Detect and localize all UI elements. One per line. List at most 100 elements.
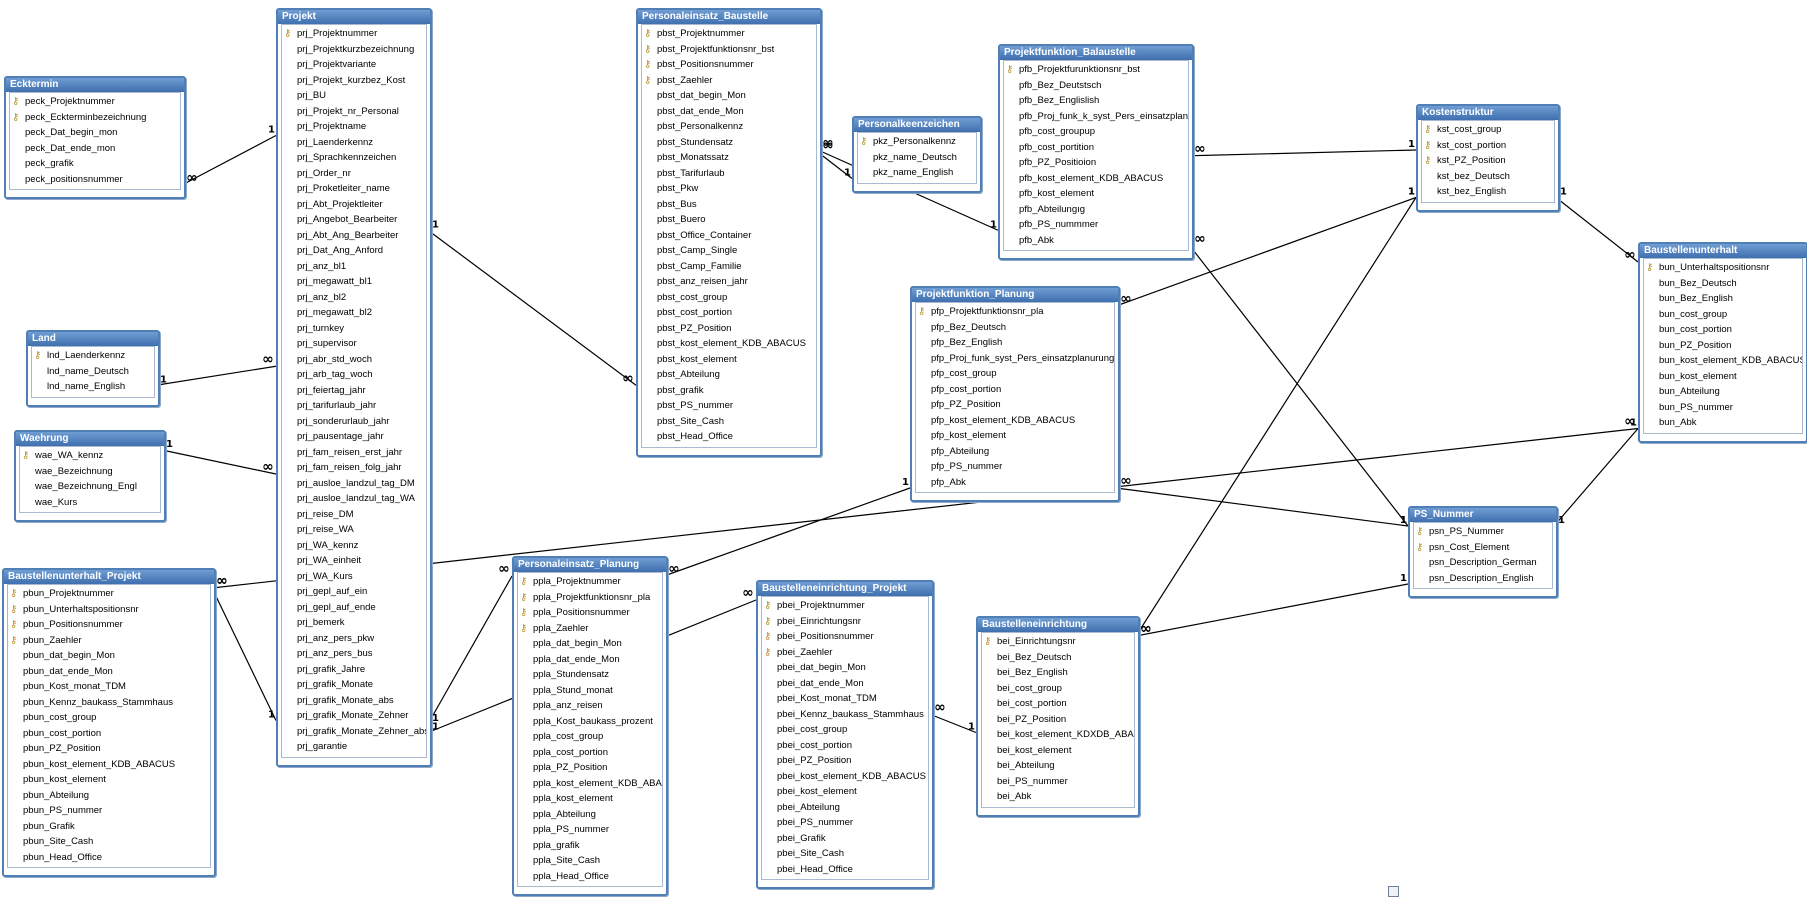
field-row[interactable]: pbun_Head_Office [8,850,210,866]
field-row[interactable]: ⚷pbei_Projektnummer [762,598,928,614]
field-row[interactable]: ppla_Site_Cash [518,853,662,869]
relationship-line[interactable] [181,134,277,186]
field-row[interactable]: ppla_kost_element_KDB_ABACU [518,776,662,792]
field-row[interactable]: prj_turnkey [282,321,426,337]
field-row[interactable]: pkz_name_English [858,165,976,181]
field-row[interactable]: pbst_dat_begin_Mon [642,88,816,104]
resize-grip-icon[interactable] [1388,886,1399,897]
field-row[interactable]: prj_megawatt_bl2 [282,305,426,321]
field-row[interactable]: pbst_kost_element_KDB_ABACUS [642,336,816,352]
field-row[interactable]: prj_fam_reisen_folg_jahr [282,460,426,476]
field-row[interactable]: pfp_PZ_Position [916,397,1114,413]
field-row[interactable]: pfp_Proj_funk_syst_Pers_einsatzplanurung [916,351,1114,367]
field-row[interactable]: prj_grafik_Monate_abs [282,693,426,709]
field-row[interactable]: pbst_grafik [642,383,816,399]
field-row[interactable]: ppla_Stund_monat [518,683,662,699]
field-row[interactable]: prj_grafik_Jahre [282,662,426,678]
field-row[interactable]: prj_megawatt_bl1 [282,274,426,290]
relationship-line[interactable] [427,229,637,386]
field-row[interactable]: pbei_kost_element [762,784,928,800]
field-row[interactable]: prj_ausloe_landzul_tag_WA [282,491,426,507]
field-row[interactable]: ⚷pbst_Zaehler [642,73,816,89]
field-row[interactable]: lnd_name_Deutsch [32,364,154,380]
field-row[interactable]: ⚷kst_PZ_Position [1422,153,1554,169]
field-row[interactable]: pbei_Kost_monat_TDM [762,691,928,707]
field-row[interactable]: pbun_PZ_Position [8,741,210,757]
relationship-line[interactable] [161,449,277,475]
field-row[interactable]: bun_PS_nummer [1644,400,1802,416]
field-row[interactable]: prj_abr_std_woch [282,352,426,368]
field-row[interactable]: prj_Sprachkennzeichen [282,150,426,166]
field-row[interactable]: prj_sonderurlaub_jahr [282,414,426,430]
field-row[interactable]: pbei_PS_nummer [762,815,928,831]
field-row[interactable]: pbst_dat_ende_Mon [642,104,816,120]
field-row[interactable]: bun_cost_portion [1644,322,1802,338]
field-row[interactable]: peck_Dat_begin_mon [10,125,180,141]
field-row[interactable]: pfp_Abteilung [916,444,1114,460]
field-row[interactable]: ⚷pbun_Unterhaltspositionsnr [8,602,210,618]
relationship-line[interactable] [1189,149,1417,157]
field-row[interactable]: pbei_kost_element_KDB_ABACUS [762,769,928,785]
relationship-line[interactable] [1555,197,1639,263]
field-row[interactable]: kst_bez_Deutsch [1422,169,1554,185]
field-row[interactable]: bun_kost_element [1644,369,1802,385]
field-row[interactable]: prj_Order_nr [282,166,426,182]
field-row[interactable]: ⚷pbei_Einrichtungsnr [762,614,928,630]
field-row[interactable]: pbei_Grafik [762,831,928,847]
field-row[interactable]: pfb_kost_element_KDB_ABACUS [1004,171,1188,187]
field-row[interactable]: peck_positionsnummer [10,172,180,188]
relationship-line[interactable] [1553,428,1639,527]
field-row[interactable]: bun_cost_group [1644,307,1802,323]
field-row[interactable]: wae_Kurs [20,495,160,511]
field-row[interactable]: bei_kost_element_KDXDB_ABACUS [982,727,1134,743]
field-row[interactable]: bun_Abk [1644,415,1802,431]
field-row[interactable]: prj_fam_reisen_erst_jahr [282,445,426,461]
field-row[interactable]: pbei_dat_begin_Mon [762,660,928,676]
field-row[interactable]: pbun_Kennz_baukass_Stammhaus [8,695,210,711]
field-row[interactable]: pbst_Bus [642,197,816,213]
field-row[interactable]: pfb_cost_groupup [1004,124,1188,140]
field-row[interactable]: prj_arb_tag_woch [282,367,426,383]
table-bei[interactable]: Baustelleneinrichtung⚷bei_Einrichtungsnr… [976,616,1140,817]
field-row[interactable]: pbun_Site_Cash [8,834,210,850]
field-row[interactable]: prj_BU [282,88,426,104]
relationship-line[interactable] [211,427,1639,589]
field-row[interactable]: pbei_Head_Office [762,862,928,878]
field-row[interactable]: prj_supervisor [282,336,426,352]
table-bun[interactable]: Baustellenunterhalt⚷bun_Unterhaltspositi… [1638,242,1807,443]
table-title[interactable]: Projektfunktion_Balaustelle [1000,46,1192,60]
field-row[interactable]: ⚷pbun_Projektnummer [8,586,210,602]
field-row[interactable]: pbst_Camp_Familie [642,259,816,275]
field-row[interactable]: prj_Abt_Ang_Bearbeiter [282,228,426,244]
table-pep[interactable]: Personaleinsatz_Planung ⚷ppla_Projektnumm… [512,556,668,896]
field-row[interactable]: prj_Laenderkennz [282,135,426,151]
field-row[interactable]: bun_Bez_English [1644,291,1802,307]
field-row[interactable]: prj_Abt_Projektleiter [282,197,426,213]
table-title[interactable]: Ecktermin [6,78,184,92]
field-row[interactable]: ⚷pbst_Projektnummer [642,26,816,42]
field-row[interactable]: bun_Abteilung [1644,384,1802,400]
field-row[interactable]: pbei_PZ_Position [762,753,928,769]
field-row[interactable]: pfp_Abk [916,475,1114,491]
field-row[interactable]: bei_Abk [982,789,1134,805]
field-row[interactable]: ⚷psn_Cost_Element [1414,540,1552,556]
field-row[interactable]: ppla_Stundensatz [518,667,662,683]
relationship-line[interactable] [1135,583,1409,637]
field-row[interactable]: ⚷wae_WA_kennz [20,448,160,464]
field-row[interactable]: pbei_Abteilung [762,800,928,816]
relationship-line[interactable] [1135,197,1417,637]
field-row[interactable]: ⚷ppla_Projektnummer [518,574,662,590]
field-row[interactable]: ppla_dat_begin_Mon [518,636,662,652]
field-row[interactable]: prj_anz_pers_bus [282,646,426,662]
field-row[interactable]: ⚷lnd_Laenderkennz [32,348,154,364]
field-row[interactable]: pbun_kost_element [8,772,210,788]
field-row[interactable]: bun_PZ_Position [1644,338,1802,354]
field-row[interactable]: pkz_name_Deutsch [858,150,976,166]
table-title[interactable]: Personaleinsatz_Planung [514,558,666,572]
field-row[interactable]: pbst_Monatssatz [642,150,816,166]
field-row[interactable]: pbst_Buero [642,212,816,228]
table-title[interactable]: Land [28,332,158,346]
field-row[interactable]: ppla_Abteilung [518,807,662,823]
